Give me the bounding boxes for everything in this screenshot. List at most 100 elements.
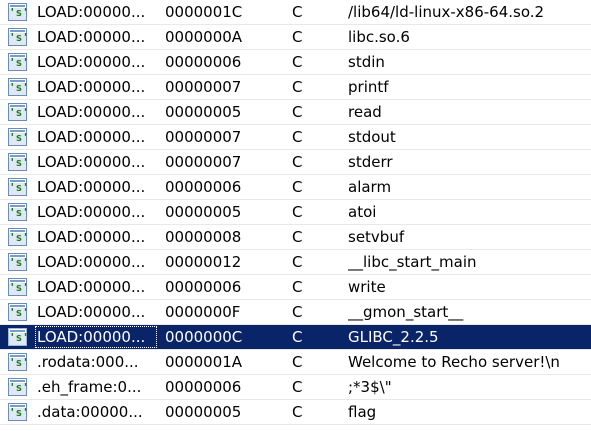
length-cell: 00000005: [165, 103, 242, 121]
length-cell: 00000006: [165, 278, 242, 296]
string-s-icon: 's': [8, 328, 29, 346]
length-cell: 00000006: [165, 178, 242, 196]
string-s-icon: 's': [8, 253, 29, 271]
string-row[interactable]: 's' LOAD:00000... 00000006 C alarm: [0, 175, 591, 200]
string-row[interactable]: 's' LOAD:00000... 0000001C C /lib64/ld-l…: [0, 0, 591, 25]
string-row[interactable]: 's' LOAD:00000... 00000008 C setvbuf: [0, 225, 591, 250]
address-cell: LOAD:00000...: [37, 128, 146, 146]
string-row[interactable]: 's' .eh_frame:0... 00000006 C ;*3$\": [0, 375, 591, 400]
icon-glyph: 's': [9, 256, 29, 269]
length-cell: 00000005: [165, 203, 242, 221]
length-cell: 00000007: [165, 128, 242, 146]
type-cell: C: [292, 203, 303, 221]
address-cell: LOAD:00000...: [37, 303, 146, 321]
string-s-icon: 's': [8, 203, 29, 221]
string-cell: atoi: [348, 203, 377, 221]
type-cell: C: [292, 403, 303, 421]
string-s-icon: 's': [8, 178, 29, 196]
string-cell: stdout: [348, 128, 396, 146]
type-cell: C: [292, 103, 303, 121]
length-cell: 00000006: [165, 53, 242, 71]
length-cell: 0000001A: [165, 353, 243, 371]
type-cell: C: [292, 328, 303, 346]
type-cell: C: [292, 278, 303, 296]
string-icon-cell: 's': [8, 0, 30, 24]
string-icon-cell: 's': [8, 50, 30, 74]
address-cell: LOAD:00000...: [37, 253, 146, 271]
string-cell: write: [348, 278, 386, 296]
type-cell: C: [292, 153, 303, 171]
icon-glyph: 's': [9, 206, 29, 219]
icon-glyph: 's': [9, 6, 29, 19]
icon-glyph: 's': [9, 56, 29, 69]
address-cell: LOAD:00000...: [37, 53, 146, 71]
string-cell: stderr: [348, 153, 393, 171]
string-cell: __libc_start_main: [348, 253, 477, 271]
string-row[interactable]: 's' LOAD:00000... 00000007 C printf: [0, 75, 591, 100]
length-cell: 0000000F: [165, 303, 241, 321]
icon-glyph: 's': [9, 356, 29, 369]
string-row-selected[interactable]: 's' LOAD:00000... 0000000C C GLIBC_2.2.5: [0, 325, 591, 350]
string-row[interactable]: 's' .data:00000... 00000005 C flag: [0, 400, 591, 425]
length-cell: 00000006: [165, 378, 242, 396]
string-row[interactable]: 's' LOAD:00000... 00000005 C atoi: [0, 200, 591, 225]
address-cell: LOAD:00000...: [34, 325, 158, 349]
string-s-icon: 's': [8, 53, 29, 71]
length-cell: 00000008: [165, 228, 242, 246]
string-row[interactable]: 's' LOAD:00000... 00000007 C stdout: [0, 125, 591, 150]
length-cell: 00000012: [165, 253, 242, 271]
string-cell: read: [348, 103, 382, 121]
string-icon-cell: 's': [8, 375, 30, 399]
string-row[interactable]: 's' LOAD:00000... 0000000A C libc.so.6: [0, 25, 591, 50]
string-cell: alarm: [348, 178, 392, 196]
string-row[interactable]: 's' LOAD:00000... 00000006 C write: [0, 275, 591, 300]
icon-glyph: 's': [9, 331, 29, 344]
length-cell: 0000000C: [165, 328, 243, 346]
icon-glyph: 's': [9, 81, 29, 94]
string-s-icon: 's': [8, 228, 29, 246]
type-cell: C: [292, 53, 303, 71]
address-cell: .data:00000...: [37, 403, 143, 421]
icon-glyph: 's': [9, 106, 29, 119]
string-cell: printf: [348, 78, 389, 96]
string-row[interactable]: 's' LOAD:00000... 00000012 C __libc_star…: [0, 250, 591, 275]
length-cell: 00000005: [165, 403, 242, 421]
type-cell: C: [292, 128, 303, 146]
string-row[interactable]: 's' .rodata:000... 0000001A C Welcome to…: [0, 350, 591, 375]
address-cell: .rodata:000...: [37, 353, 139, 371]
string-row[interactable]: 's' LOAD:00000... 00000006 C stdin: [0, 50, 591, 75]
address-cell: LOAD:00000...: [37, 103, 146, 121]
string-s-icon: 's': [8, 78, 29, 96]
string-s-icon: 's': [8, 378, 29, 396]
type-cell: C: [292, 3, 303, 21]
length-cell: 00000007: [165, 153, 242, 171]
address-cell: LOAD:00000...: [37, 3, 146, 21]
length-cell: 0000001C: [165, 3, 243, 21]
icon-glyph: 's': [9, 181, 29, 194]
string-s-icon: 's': [8, 353, 29, 371]
string-row[interactable]: 's' LOAD:00000... 0000000F C __gmon_star…: [0, 300, 591, 325]
string-row[interactable]: 's' LOAD:00000... 00000005 C read: [0, 100, 591, 125]
icon-glyph: 's': [9, 31, 29, 44]
string-cell: __gmon_start__: [348, 303, 464, 321]
string-s-icon: 's': [8, 303, 29, 321]
address-cell: LOAD:00000...: [37, 228, 146, 246]
string-icon-cell: 's': [8, 300, 30, 324]
string-icon-cell: 's': [8, 100, 30, 124]
string-cell: Welcome to Recho server!\n: [348, 353, 560, 371]
string-icon-cell: 's': [8, 225, 30, 249]
string-s-icon: 's': [8, 3, 29, 21]
string-s-icon: 's': [8, 128, 29, 146]
string-icon-cell: 's': [8, 150, 30, 174]
string-cell: /lib64/ld-linux-x86-64.so.2: [348, 3, 545, 21]
string-s-icon: 's': [8, 28, 29, 46]
string-cell: GLIBC_2.2.5: [348, 328, 439, 346]
string-s-icon: 's': [8, 103, 29, 121]
address-cell: .eh_frame:0...: [37, 378, 142, 396]
type-cell: C: [292, 78, 303, 96]
string-icon-cell: 's': [8, 325, 30, 349]
address-cell: LOAD:00000...: [37, 153, 146, 171]
string-row[interactable]: 's' LOAD:00000... 00000007 C stderr: [0, 150, 591, 175]
address-cell: LOAD:00000...: [37, 278, 146, 296]
string-icon-cell: 's': [8, 250, 30, 274]
